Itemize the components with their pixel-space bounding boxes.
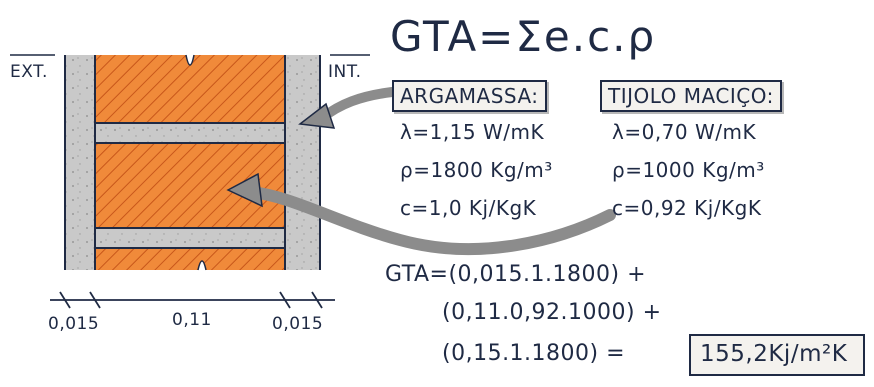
interior-label: INT. xyxy=(328,62,362,82)
dimension-brick: 0,11 xyxy=(172,310,212,330)
tijolo-lambda: λ=0,70 W/mK xyxy=(612,120,757,144)
calc-line-3: (0,15.1.1800) = xyxy=(442,341,626,366)
calc-line-1: GTA=(0,015.1.1800) + xyxy=(385,262,647,287)
exterior-label: EXT. xyxy=(10,62,48,82)
calc-line-2: (0,11.0,92.1000) + xyxy=(442,300,662,325)
dimension-line xyxy=(50,291,335,309)
result-box xyxy=(689,334,865,376)
material-name-tijolo: TIJOLO MACIÇO: xyxy=(600,80,782,112)
arrow-to-mortar xyxy=(317,87,397,123)
dimension-ext-mortar: 0,015 xyxy=(48,314,100,334)
dimension-int-mortar: 0,015 xyxy=(272,314,324,334)
calc-result: 155,2Kj/m²K xyxy=(700,341,848,367)
argamassa-heat: c=1,0 Kj/KgK xyxy=(400,196,537,220)
argamassa-lambda: λ=1,15 W/mK xyxy=(400,120,545,144)
material-name-argamassa: ARGAMASSA: xyxy=(392,80,547,112)
tijolo-density: ρ=1000 Kg/m³ xyxy=(612,158,765,182)
title-formula: GTA=Σe.c.ρ xyxy=(390,12,657,61)
tijolo-heat: c=0,92 Kj/KgK xyxy=(612,196,762,220)
argamassa-density: ρ=1800 Kg/m³ xyxy=(400,158,553,182)
arrow-to-brick xyxy=(244,186,616,255)
